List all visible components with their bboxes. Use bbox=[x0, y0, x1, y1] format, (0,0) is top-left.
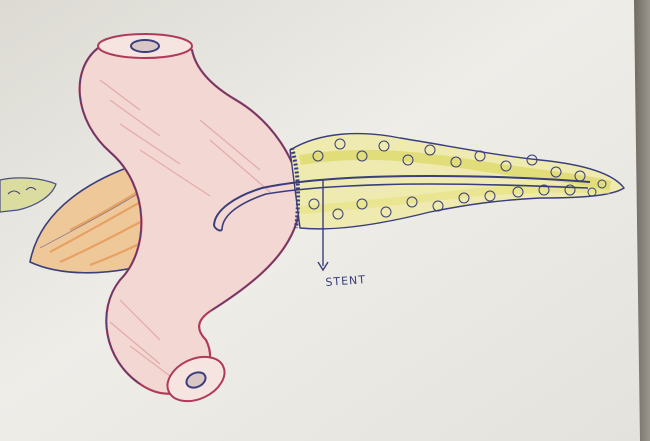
diagram-scene: STENT bbox=[0, 0, 650, 441]
sketch-canvas bbox=[0, 0, 650, 441]
